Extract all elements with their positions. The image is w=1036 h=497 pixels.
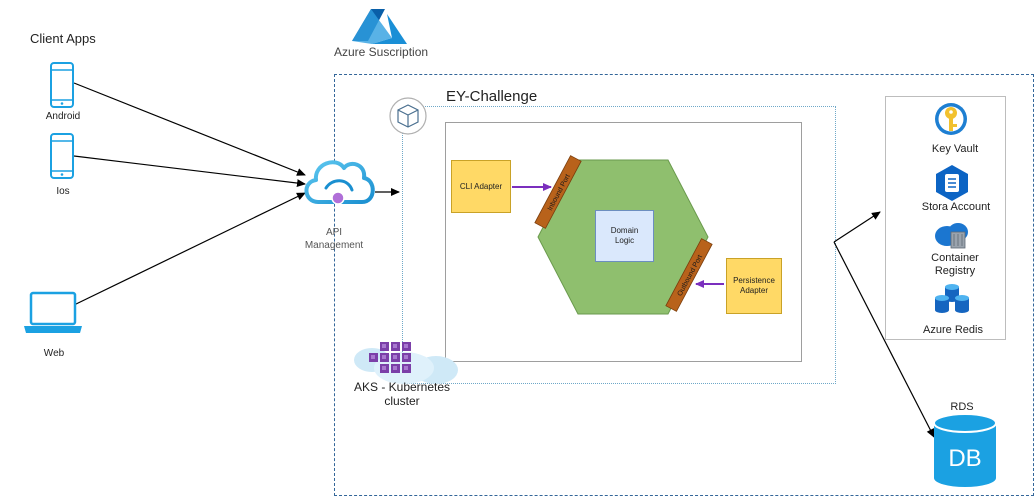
laptop-icon <box>24 291 82 333</box>
container-registry-label-2: Registry <box>934 265 976 277</box>
cluster-to-rds-arrow <box>833 241 935 438</box>
azure-subscription-region <box>334 74 1034 496</box>
aks-label-2: cluster <box>384 394 420 408</box>
db-icon-label: DB <box>948 445 981 472</box>
android-label: Android <box>45 111 81 122</box>
redis-icon <box>935 284 969 313</box>
storage-account-icon <box>936 165 968 201</box>
ios-to-api-arrow <box>73 155 306 188</box>
android-to-api-arrow <box>73 82 306 176</box>
azure-redis-label: Azure Redis <box>923 324 983 336</box>
aks-label-1: AKS - Kubernetes <box>353 380 451 394</box>
ios-label: Ios <box>56 186 70 197</box>
web-to-api-arrow <box>73 192 306 306</box>
ios-phone-icon <box>50 133 74 179</box>
persistence-adapter-box: Persistence Adapter <box>726 258 782 314</box>
storage-account-label: Stora Account <box>921 201 991 213</box>
domain-logic-label-2: Logic <box>614 236 635 245</box>
cli-adapter-label: CLI Adapter <box>459 182 503 191</box>
persistence-label-1: Persistence <box>733 276 775 285</box>
key-vault-label: Key Vault <box>931 143 979 155</box>
rds-label: RDS <box>950 401 974 413</box>
web-label: Web <box>43 348 65 359</box>
container-registry-label-1: Container <box>931 252 979 264</box>
azure-logo-icon <box>352 9 407 44</box>
ey-challenge-title: EY-Challenge <box>446 88 538 105</box>
api-management-cloud-icon <box>304 160 375 205</box>
domain-logic-label-1: Domain <box>610 226 639 235</box>
android-phone-icon <box>50 62 74 108</box>
container-registry-icon <box>935 223 968 249</box>
persistence-label-2: Adapter <box>739 286 769 295</box>
domain-logic-box: Domain Logic <box>595 210 654 262</box>
aks-cluster-icon <box>354 342 458 384</box>
cli-adapter-box: CLI Adapter <box>451 160 511 213</box>
key-vault-icon <box>935 103 967 135</box>
cluster-to-services-arrow <box>833 211 881 243</box>
api-management-label-2: Management <box>304 240 364 251</box>
cube-icon <box>389 97 427 135</box>
client-apps-title: Client Apps <box>30 31 96 46</box>
azure-subscription-title: Azure Suscription <box>334 45 429 59</box>
api-management-label-1: API <box>325 227 343 238</box>
database-icon: DB <box>933 413 997 487</box>
